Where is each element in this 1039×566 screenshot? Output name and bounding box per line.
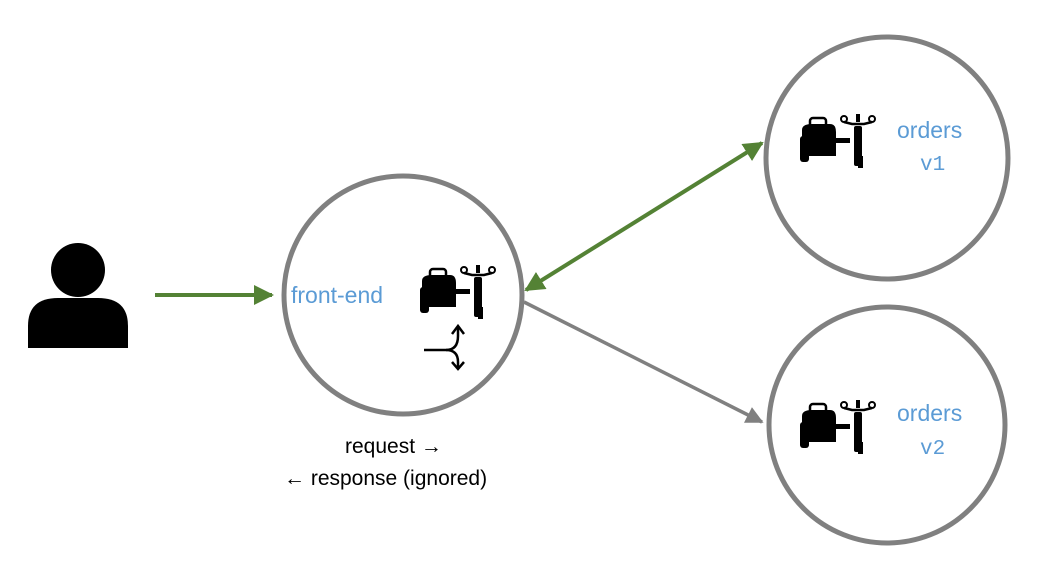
front-end-orders-v1-arrow	[524, 141, 764, 292]
orders-v2-version: v2	[920, 438, 945, 461]
front-end-label: front-end	[291, 282, 383, 308]
orders-v1-version: v1	[920, 154, 945, 177]
orders-v2-label: orders	[897, 400, 962, 426]
legend-request: request →	[345, 435, 442, 458]
front-end-node: front-end	[281, 173, 525, 417]
front-end-orders-v2-mirror-arrow	[523, 300, 764, 424]
traffic-mirror-icon	[424, 323, 465, 371]
orders-v1-label: orders	[897, 117, 962, 143]
orders-v1-node: orders v1	[763, 34, 1011, 282]
person-icon	[28, 243, 128, 348]
orders-v2-node: orders v2	[766, 304, 1008, 546]
legend-response: ← response (ignored)	[284, 467, 487, 490]
